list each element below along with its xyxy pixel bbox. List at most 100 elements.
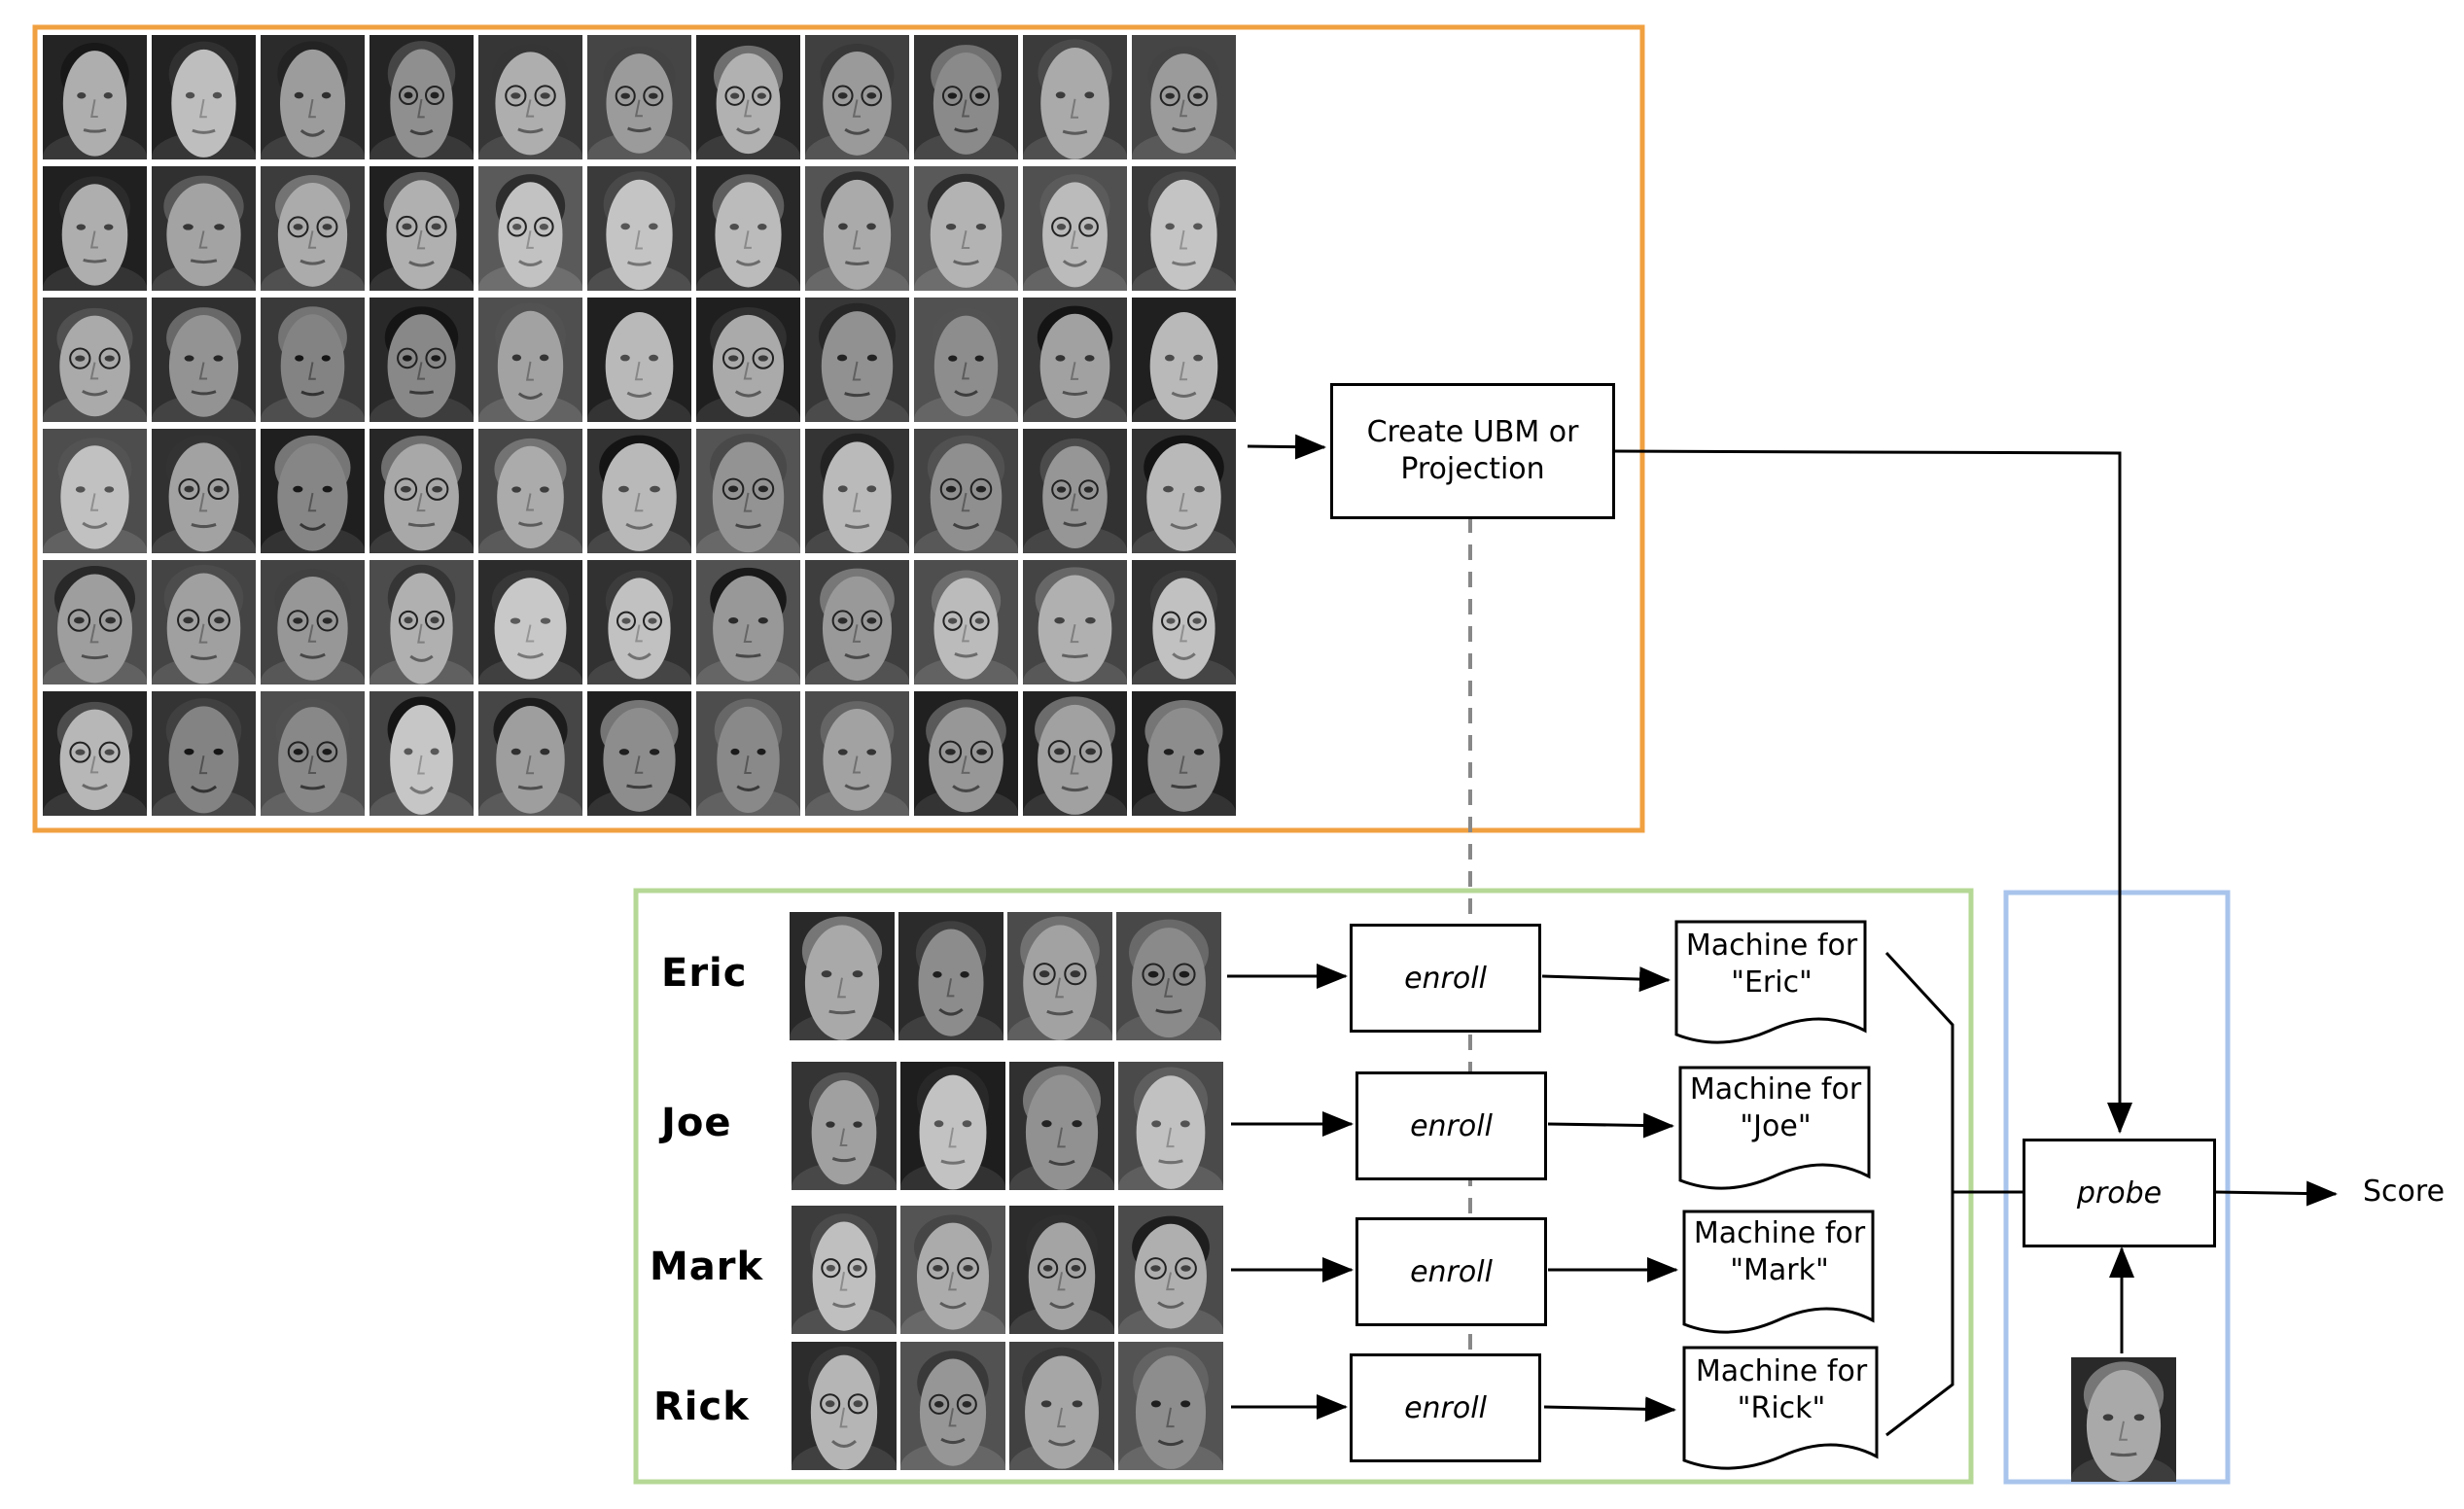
training-face-image: [43, 429, 147, 553]
training-face-image: [1023, 166, 1127, 291]
training-face-image: [587, 166, 691, 291]
enroll-name-rick: Rick: [653, 1385, 750, 1429]
enrollment-face-image: [792, 1206, 897, 1334]
enrollment-face-image: [790, 912, 895, 1040]
training-face-image: [914, 166, 1018, 291]
training-face-image: [1132, 298, 1236, 422]
training-face-image: [914, 429, 1018, 553]
machine-doc-rick: [1682, 1346, 1879, 1470]
enroll-label: enroll: [1410, 1254, 1493, 1289]
arrow-eric-to-machine: [1541, 966, 1671, 993]
training-face-image: [914, 298, 1018, 422]
training-face-image: [696, 691, 800, 816]
machine-doc-mark: [1682, 1210, 1875, 1334]
arrow-rick-to-machine: [1543, 1396, 1676, 1422]
ubm-box: Create UBM or Projection: [1330, 383, 1615, 519]
machine-line1: Machine for: [1689, 1072, 1862, 1106]
training-face-image: [587, 429, 691, 553]
training-face-image: [1132, 166, 1236, 291]
enrollment-face-image: [900, 1206, 1005, 1334]
training-face-image: [805, 298, 909, 422]
training-face-image: [805, 429, 909, 553]
training-face-image: [152, 691, 256, 816]
training-face-image: [696, 560, 800, 684]
training-face-image: [370, 298, 474, 422]
training-face-image: [43, 298, 147, 422]
training-face-image: [1023, 35, 1127, 159]
training-face-image: [805, 166, 909, 291]
training-face-image: [914, 35, 1018, 159]
training-face-image: [696, 35, 800, 159]
training-face-image: [261, 429, 365, 553]
training-face-image: [43, 166, 147, 291]
training-face-image: [805, 691, 909, 816]
training-face-image: [261, 560, 365, 684]
machine-line1: Machine for: [1685, 929, 1858, 963]
training-face-image: [152, 298, 256, 422]
training-face-image: [1132, 560, 1236, 684]
training-face-image: [478, 35, 582, 159]
training-face-image: [914, 560, 1018, 684]
training-face-image: [152, 166, 256, 291]
training-frame: [32, 24, 1645, 833]
training-face-image: [43, 560, 147, 684]
training-face-image: [587, 35, 691, 159]
machine-line2: "Rick": [1737, 1391, 1826, 1425]
enrollment-face-image: [1118, 1342, 1223, 1470]
training-face-image: [1132, 35, 1236, 159]
enrollment-face-image: [792, 1062, 897, 1190]
enrollment-frame: [633, 888, 1974, 1485]
training-face-image: [152, 560, 256, 684]
enrollment-face-image: [1009, 1342, 1114, 1470]
enroll-box-rick: enroll: [1350, 1353, 1541, 1462]
probe-label: probe: [2076, 1176, 2163, 1211]
enrollment-face-image: [898, 912, 1003, 1040]
enroll-box-joe: enroll: [1355, 1071, 1547, 1180]
machine-line2: "Eric": [1731, 965, 1813, 1000]
probe-box: probe: [2023, 1139, 2216, 1247]
arrow-probe-to-score: [2212, 1180, 2338, 1207]
enrollment-face-image: [1009, 1206, 1114, 1334]
training-face-image: [261, 298, 365, 422]
training-face-image: [152, 35, 256, 159]
training-face-image: [1132, 691, 1236, 816]
machine-line2: "Joe": [1740, 1109, 1812, 1143]
machine-doc-eric: [1674, 920, 1867, 1044]
enrollment-face-image: [792, 1342, 897, 1470]
training-face-image: [261, 166, 365, 291]
training-face-image: [1023, 691, 1127, 816]
training-face-image: [370, 560, 474, 684]
enrollment-face-image: [1007, 912, 1112, 1040]
enrollment-face-image: [1118, 1206, 1223, 1334]
machine-text-joe: Machine for"Joe": [1682, 1071, 1869, 1145]
enroll-label: enroll: [1410, 1108, 1493, 1143]
training-face-image: [1023, 560, 1127, 684]
training-face-image: [478, 166, 582, 291]
probe-face-image: [2071, 1357, 2176, 1482]
training-face-image: [805, 35, 909, 159]
ubm-label-line2: Projection: [1400, 452, 1545, 486]
enroll-box-mark: enroll: [1355, 1217, 1547, 1326]
training-face-image: [696, 298, 800, 422]
training-face-image: [43, 691, 147, 816]
ubm-label-line1: Create UBM or: [1366, 415, 1579, 449]
arrow-to-ubm: [1247, 434, 1326, 460]
training-face-image: [478, 691, 582, 816]
training-face-image: [370, 166, 474, 291]
training-face-image: [478, 560, 582, 684]
training-face-image: [478, 298, 582, 422]
training-face-image: [696, 429, 800, 553]
training-face-image: [370, 429, 474, 553]
machine-text-eric: Machine for"Eric": [1678, 928, 1865, 1001]
probe-frame: [2003, 890, 2231, 1485]
enrollment-face-image: [1009, 1062, 1114, 1190]
machine-text-rick: Machine for"Rick": [1686, 1353, 1877, 1427]
training-face-image: [261, 691, 365, 816]
training-face-image: [370, 35, 474, 159]
enrollment-face-image: [1116, 912, 1221, 1040]
training-face-image: [1023, 429, 1127, 553]
training-face-image: [478, 429, 582, 553]
arrow-joe-to-machine: [1547, 1112, 1674, 1139]
enroll-name-eric: Eric: [661, 951, 748, 996]
